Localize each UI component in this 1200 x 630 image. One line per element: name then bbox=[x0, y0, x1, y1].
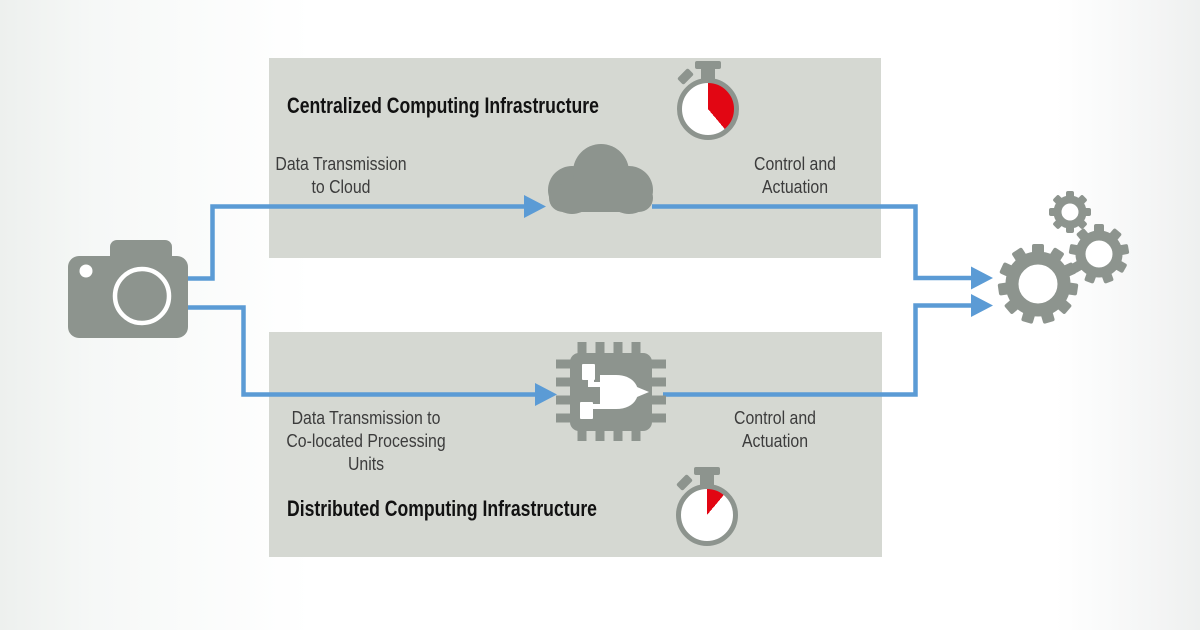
stopwatch-face bbox=[677, 78, 739, 140]
stopwatch-stem bbox=[701, 67, 715, 81]
centralized-infrastructure-panel bbox=[269, 58, 881, 258]
camera-to-cloud-line bbox=[188, 204, 525, 281]
cloud-icon bbox=[548, 144, 653, 214]
stopwatch-high-latency-icon bbox=[677, 61, 739, 140]
logic-gate-glyph bbox=[580, 364, 649, 419]
stopwatch-cap bbox=[694, 467, 720, 475]
cloud-to-gears-line bbox=[652, 204, 972, 281]
arrowhead-gears-top bbox=[971, 266, 993, 290]
chip-to-gears-line bbox=[663, 303, 972, 397]
camera-icon bbox=[68, 240, 188, 338]
arrowhead-gears-bottom bbox=[971, 294, 993, 317]
centralized-panel-title: Centralized Computing Infrastructure bbox=[287, 93, 599, 118]
chip-icon bbox=[556, 342, 666, 441]
gear-small bbox=[1049, 191, 1091, 233]
arrowhead-cloud bbox=[524, 195, 546, 218]
control-actuation-label-centralized: Control and Actuation bbox=[754, 154, 836, 197]
gear-large bbox=[997, 244, 1079, 324]
data-transmission-to-units-label: Data Transmission to Co-located Processi… bbox=[286, 408, 446, 474]
arrowhead-chip bbox=[535, 383, 557, 406]
data-transmission-to-cloud-label: Data Transmission to Cloud bbox=[275, 154, 407, 197]
stopwatch-cap bbox=[695, 61, 721, 69]
stopwatch-stem bbox=[700, 473, 714, 487]
camera-to-chip-line bbox=[188, 305, 536, 397]
control-actuation-label-distributed: Control and Actuation bbox=[734, 408, 816, 451]
arrowheads bbox=[524, 195, 993, 406]
chip-pins bbox=[556, 342, 666, 441]
stopwatch-face bbox=[676, 484, 738, 546]
connection-lines bbox=[188, 204, 972, 397]
distributed-panel-title: Distributed Computing Infrastructure bbox=[287, 496, 597, 521]
stopwatch-low-latency-icon bbox=[676, 467, 738, 546]
gears-icon bbox=[997, 191, 1130, 324]
gear-medium bbox=[1068, 224, 1130, 284]
